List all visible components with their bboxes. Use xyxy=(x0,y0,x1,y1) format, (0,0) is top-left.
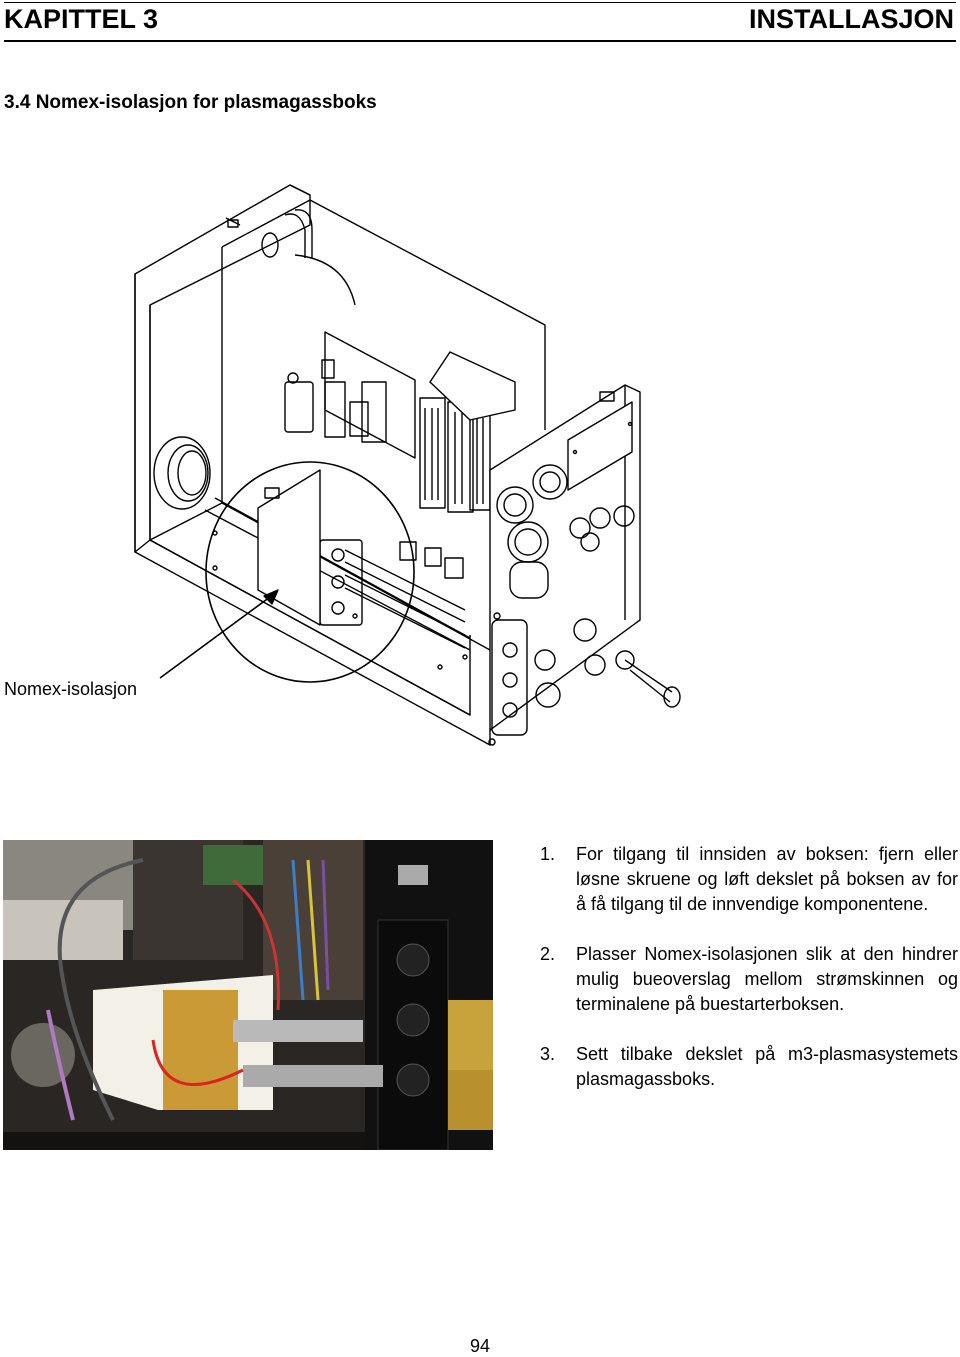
step-text: For tilgang til innsiden av boksen: fjer… xyxy=(576,844,958,914)
section-heading: INSTALLASJON xyxy=(748,4,954,34)
step-number: 1. xyxy=(540,844,556,864)
step-number: 3. xyxy=(540,1044,556,1064)
step-text: Sett tilbake dekslet på m3-plasmasysteme… xyxy=(576,1044,958,1089)
page-number: 94 xyxy=(469,1336,491,1356)
step-1: 1. For tilgang til innsiden av boksen: f… xyxy=(540,842,958,917)
gas-box-diagram xyxy=(134,184,681,746)
header-bottom-rule xyxy=(4,40,956,42)
nomex-callout-label: Nomex-isolasjon xyxy=(4,679,138,699)
interior-photo xyxy=(3,840,493,1150)
step-text: Plasser Nomex-isolasjonen slik at den hi… xyxy=(576,944,958,1014)
step-number: 2. xyxy=(540,944,556,964)
chapter-heading: KAPITTEL 3 xyxy=(4,4,159,34)
step-3: 3. Sett tilbake dekslet på m3-plasmasyst… xyxy=(540,1042,958,1092)
instruction-steps: 1. For tilgang til innsiden av boksen: f… xyxy=(540,842,958,1117)
section-title: 3.4 Nomex-isolasjon for plasmagassboks xyxy=(4,92,377,113)
header-top-rule xyxy=(4,2,956,3)
step-2: 2. Plasser Nomex-isolasjonen slik at den… xyxy=(540,942,958,1017)
